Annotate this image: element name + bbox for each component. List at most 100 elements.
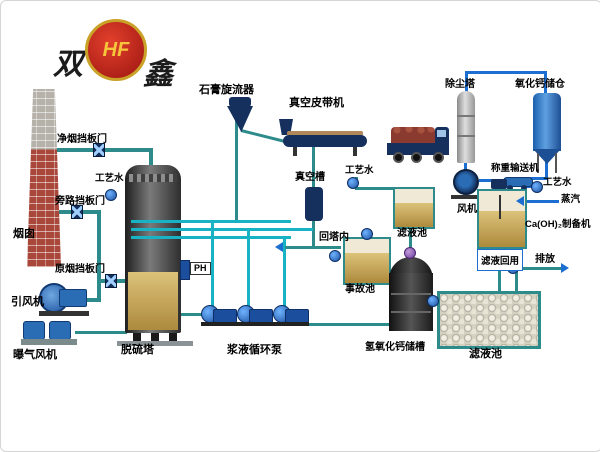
pipe-dust-v2	[544, 71, 547, 95]
pipe-discharge-v	[515, 267, 518, 293]
tower-leg-1	[133, 333, 141, 342]
truck-load	[391, 127, 435, 143]
label-slurry-pumps: 浆液循环泵	[227, 344, 282, 356]
agitator-motor	[491, 179, 507, 189]
accident-pool	[343, 237, 391, 285]
tower-demister	[129, 174, 177, 182]
gypsum-truck	[387, 125, 451, 165]
silo-leg-1	[537, 153, 539, 173]
label-id-fan: 引风机	[11, 296, 44, 308]
label-cao-silo: 氧化钙储仓	[515, 79, 565, 90]
truck-wheel-2	[411, 152, 422, 163]
label-bypass-damper: 旁路挡板门	[55, 196, 105, 207]
caoh2-maker	[477, 189, 527, 249]
label-filtrate-pool-large: 滤液池	[469, 348, 502, 360]
storage-band-1	[391, 293, 431, 295]
label-process-water-belt: 工艺水	[345, 165, 374, 176]
label-fgd-tower: 脱硫塔	[121, 344, 154, 356]
pipe-fan-outlet	[85, 298, 99, 302]
blower-1	[23, 321, 45, 340]
accident-pool-pump	[361, 228, 373, 240]
cao-silo	[533, 93, 561, 179]
logo-monogram: HF	[102, 38, 130, 61]
accident-liquid	[345, 253, 389, 283]
conveyor-wheel-1	[507, 185, 513, 191]
belt-water-pump	[347, 177, 359, 189]
truck-wheel-1	[393, 152, 404, 163]
steam-arrow	[516, 196, 524, 206]
ph-label: PH	[190, 262, 211, 275]
aeration-blowers	[21, 321, 79, 347]
pipe-clean-gas-v	[149, 148, 153, 166]
belt-leg-2	[353, 147, 357, 156]
pipe-spray-manifold-2	[131, 228, 313, 231]
blower-2	[49, 321, 71, 340]
pipe-cyclone-riser	[235, 105, 238, 223]
tower-platform	[117, 341, 193, 346]
label-fan-right: 风机	[457, 204, 477, 215]
blower-base	[21, 339, 77, 345]
chimney	[27, 89, 61, 267]
filtrate-liquid	[395, 203, 433, 227]
slurry-pump-3	[273, 303, 309, 327]
induced-draft-fan	[39, 281, 91, 319]
discharge-arrow	[561, 263, 569, 273]
return-arrow	[275, 242, 283, 252]
filtrate-reuse-label: 滤液回用	[481, 256, 520, 267]
label-dust-tower: 除尘塔	[445, 79, 475, 90]
pipe-bottom-transfer	[231, 323, 389, 326]
pipe-pump-riser-1	[211, 223, 214, 309]
pipe-spray-manifold-3	[131, 236, 291, 239]
company-logo: 双 HF 鑫	[51, 17, 181, 91]
label-vacuum-belt: 真空皮带机	[289, 97, 344, 109]
logo-char-right: 鑫	[143, 58, 173, 91]
truck-window	[437, 130, 446, 137]
belt-body	[283, 135, 367, 147]
pipe-dust-h	[465, 71, 547, 74]
fgd-tower	[125, 165, 181, 333]
pipe-steam	[525, 200, 559, 203]
pipe-filtrate-to-storage	[409, 225, 412, 261]
truck-chassis	[387, 143, 449, 155]
pipe-belt-to-vacuum-tank	[312, 147, 315, 189]
pipe-fan-outlet-right	[479, 179, 495, 182]
pipe-dust-v1	[465, 71, 468, 93]
cyclone-cylinder	[229, 97, 251, 107]
label-caoh2-maker: Ca(OH)₂制备机	[525, 219, 591, 230]
silo-body	[533, 93, 561, 151]
pipe-silo-to-conveyor	[529, 177, 548, 180]
maker-liquid	[479, 211, 525, 247]
belt-leg-1	[293, 147, 297, 156]
pipe-main-duct	[97, 210, 101, 302]
return-pump	[329, 250, 341, 262]
label-clean-gas-damper: 净烟挡板门	[57, 134, 107, 145]
tower-leg-3	[169, 333, 177, 342]
process-water-pump-left	[105, 189, 117, 201]
pipe-pump-riser-3	[283, 239, 286, 309]
gypsum-cyclone	[227, 97, 253, 133]
bypass-damper	[71, 205, 83, 219]
label-process-water-left: 工艺水	[95, 173, 124, 184]
vacuum-tank	[305, 187, 323, 221]
pipe-discharge-h	[517, 267, 563, 270]
process-water-pump-right	[531, 181, 543, 193]
pipe-return-to-tower	[285, 246, 341, 249]
storage-top-pump	[404, 247, 416, 259]
slurry-pump-1	[201, 303, 237, 327]
tower-slurry	[128, 272, 178, 330]
label-caoh2-storage: 氢氧化钙储槽	[365, 342, 425, 353]
filtrate-reuse-box: 滤液回用	[477, 249, 524, 271]
label-accident-pool: 事故池	[345, 284, 375, 295]
label-return-to-tower: 回塔内	[319, 232, 349, 243]
label-weighing-conveyor: 称重输送机	[491, 163, 539, 174]
caoh2-storage-tank	[389, 257, 433, 333]
pump-base	[273, 322, 309, 326]
logo-emblem: HF	[85, 19, 147, 81]
raw-gas-damper	[105, 274, 117, 288]
tower-flange-1	[457, 115, 475, 117]
label-gypsum-cyclone: 石膏旋流器	[199, 84, 254, 96]
pipe-silo-discharge	[545, 161, 548, 179]
slurry-pump-2	[237, 303, 273, 327]
pump-base	[237, 322, 273, 326]
